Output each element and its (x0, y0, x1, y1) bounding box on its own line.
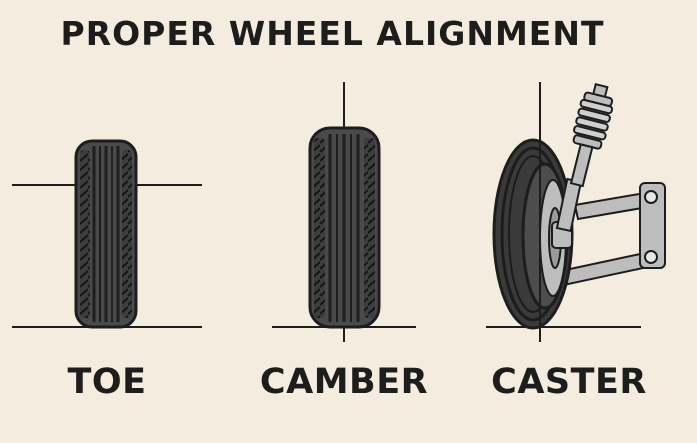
caster-label: CASTER (491, 362, 647, 402)
camber-tire (308, 126, 381, 329)
coil-spring-strut (569, 82, 614, 188)
toe-label: TOE (67, 362, 147, 402)
page-title: PROPER WHEEL ALIGNMENT (60, 14, 605, 53)
camber-label: CAMBER (259, 362, 429, 402)
caster-diagram (486, 82, 666, 342)
toe-diagram (12, 139, 202, 329)
toe-tire (74, 139, 138, 329)
chassis-bracket (639, 182, 666, 269)
camber-diagram (272, 82, 416, 342)
upper-control-arm (573, 191, 650, 221)
caster-tire (492, 138, 574, 330)
